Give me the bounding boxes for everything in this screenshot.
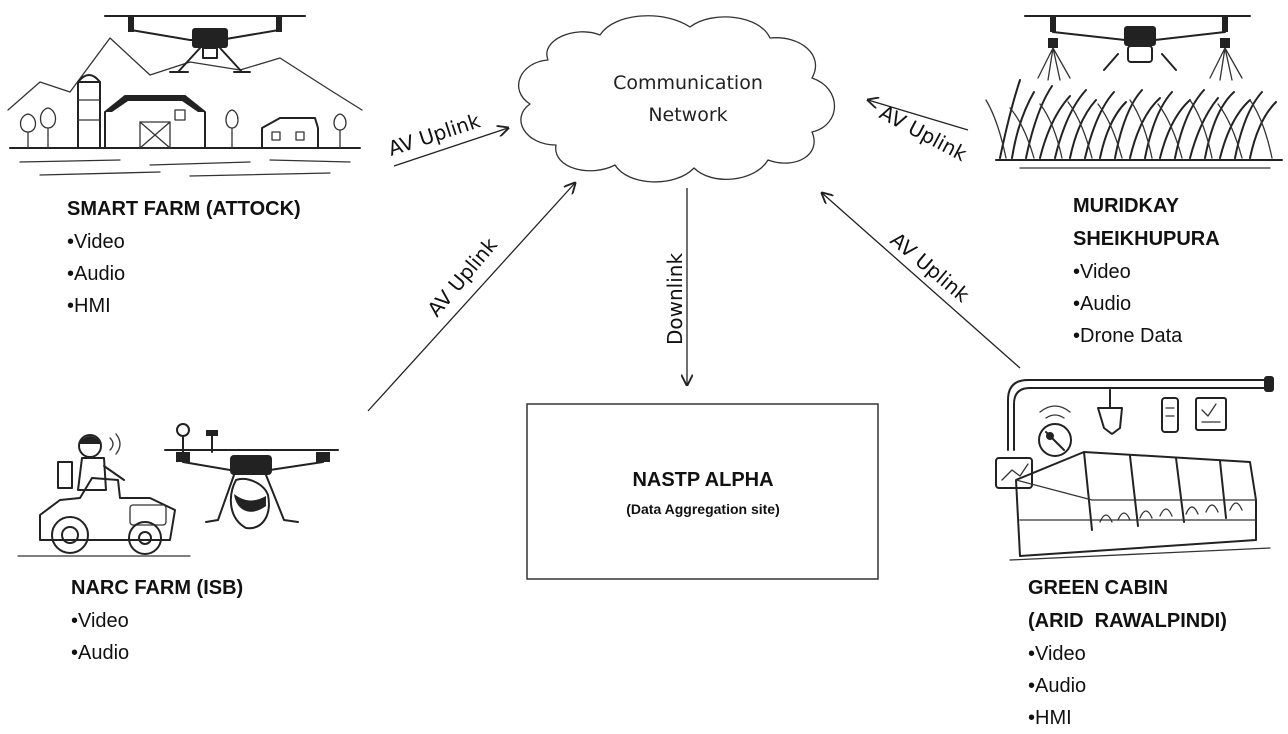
hub-subtitle: (Data Aggregation site)	[626, 501, 780, 517]
smart-farm-uplink-arrow	[393, 128, 508, 167]
greenhouse-sensors-illustration	[995, 376, 1274, 561]
smart-farm-item-audio: •Audio	[67, 263, 126, 285]
muridkay-uplink-arrow	[868, 100, 969, 131]
green-cabin-uplink-label: AV Uplink	[886, 227, 975, 307]
green-cabin-info: GREEN CABIN (ARID RAWALPINDI) •Video •Au…	[1028, 572, 1227, 734]
communication-network-cloud: Communication Network	[518, 15, 836, 183]
smart-farm-info: SMART FARM (ATTOCK) •Video •Audio •HMI	[67, 193, 301, 322]
green-cabin-title-line2: (ARID RAWALPINDI)	[1028, 610, 1227, 632]
smart-farm-title: SMART FARM (ATTOCK)	[67, 198, 301, 220]
narc-farm-item-video: •Video	[71, 610, 129, 632]
narc-farm-uplink-arrow	[367, 183, 575, 412]
cloud-label-line2: Network	[648, 104, 727, 126]
muridkay-title-line2: SHEIKHUPURA	[1073, 228, 1220, 250]
muridkay-info: MURIDKAY SHEIKHUPURA •Video •Audio •Dron…	[1073, 190, 1220, 352]
muridkay-title-line1: MURIDKAY	[1073, 195, 1179, 217]
green-cabin-item-video: •Video	[1028, 643, 1086, 665]
smart-farm-item-hmi: •HMI	[67, 295, 111, 317]
narc-farm-item-audio: •Audio	[71, 642, 130, 664]
cloud-label-line1: Communication	[613, 72, 763, 94]
green-cabin-title-line1: GREEN CABIN	[1028, 577, 1169, 599]
smart-farm-item-video: •Video	[67, 231, 125, 253]
muridkay-item-video: •Video	[1073, 261, 1131, 283]
narc-farm-info: NARC FARM (ISB) •Video •Audio	[71, 572, 243, 669]
muridkay-item-drone-data: •Drone Data	[1073, 325, 1183, 347]
green-cabin-item-hmi: •HMI	[1028, 707, 1072, 729]
narc-farm-title: NARC FARM (ISB)	[71, 577, 244, 599]
tractor-and-drone-illustration	[17, 423, 339, 557]
muridkay-item-audio: •Audio	[1073, 293, 1132, 315]
farm-drone-illustration	[7, 15, 363, 177]
green-cabin-item-audio: •Audio	[1028, 675, 1087, 697]
muridkay-uplink-label: AV Uplink	[876, 100, 972, 166]
crop-spraying-drone-illustration	[985, 15, 1283, 169]
downlink-label: Downlink	[663, 253, 687, 345]
nastp-hub-box: NASTP ALPHA (Data Aggregation site)	[526, 403, 879, 580]
hub-title: NASTP ALPHA	[632, 469, 773, 491]
green-cabin-uplink-arrow	[822, 193, 1021, 369]
link-arrows	[367, 100, 1021, 412]
